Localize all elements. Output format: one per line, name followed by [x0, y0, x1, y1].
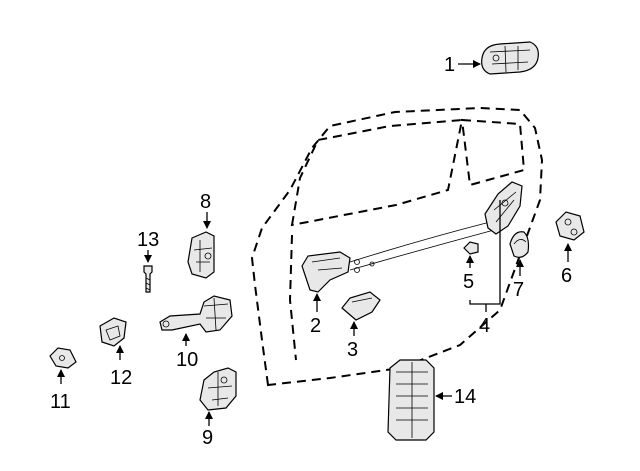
part-5-clip: 5 [463, 241, 479, 293]
part-14-control-module: 14 [387, 359, 476, 441]
label-8: 8 [200, 191, 211, 213]
label-13: 13 [137, 229, 159, 251]
part-6-striker: 6 [555, 211, 585, 287]
label-5: 5 [463, 271, 474, 293]
part-8-upper-hinge: 8 [187, 191, 215, 279]
part-3-handle-bezel: 3 [341, 291, 381, 361]
label-6: 6 [561, 265, 572, 287]
part-12-bracket: 12 [99, 317, 132, 389]
part-10-door-check: 10 [159, 295, 233, 371]
label-9: 9 [202, 427, 213, 449]
part-9-lower-hinge: 9 [199, 367, 237, 449]
label-11: 11 [50, 391, 71, 413]
part-1-outside-handle: 1 [444, 41, 539, 76]
part-4-door-lock: 4 [469, 181, 523, 337]
label-3: 3 [347, 339, 358, 361]
lock-cables [349, 221, 495, 273]
label-12: 12 [110, 367, 132, 389]
part-11-small-bracket: 11 [49, 347, 77, 413]
label-2: 2 [310, 315, 321, 337]
label-4: 4 [479, 315, 490, 337]
label-10: 10 [176, 349, 198, 371]
part-13-bolt: 13 [137, 229, 159, 293]
part-7-lock-cover: 7 [509, 231, 530, 301]
part-2-inside-handle: 2 [301, 251, 351, 337]
door-outline [250, 106, 544, 387]
label-7: 7 [513, 279, 524, 301]
label-14: 14 [454, 386, 476, 408]
label-1: 1 [444, 54, 455, 76]
